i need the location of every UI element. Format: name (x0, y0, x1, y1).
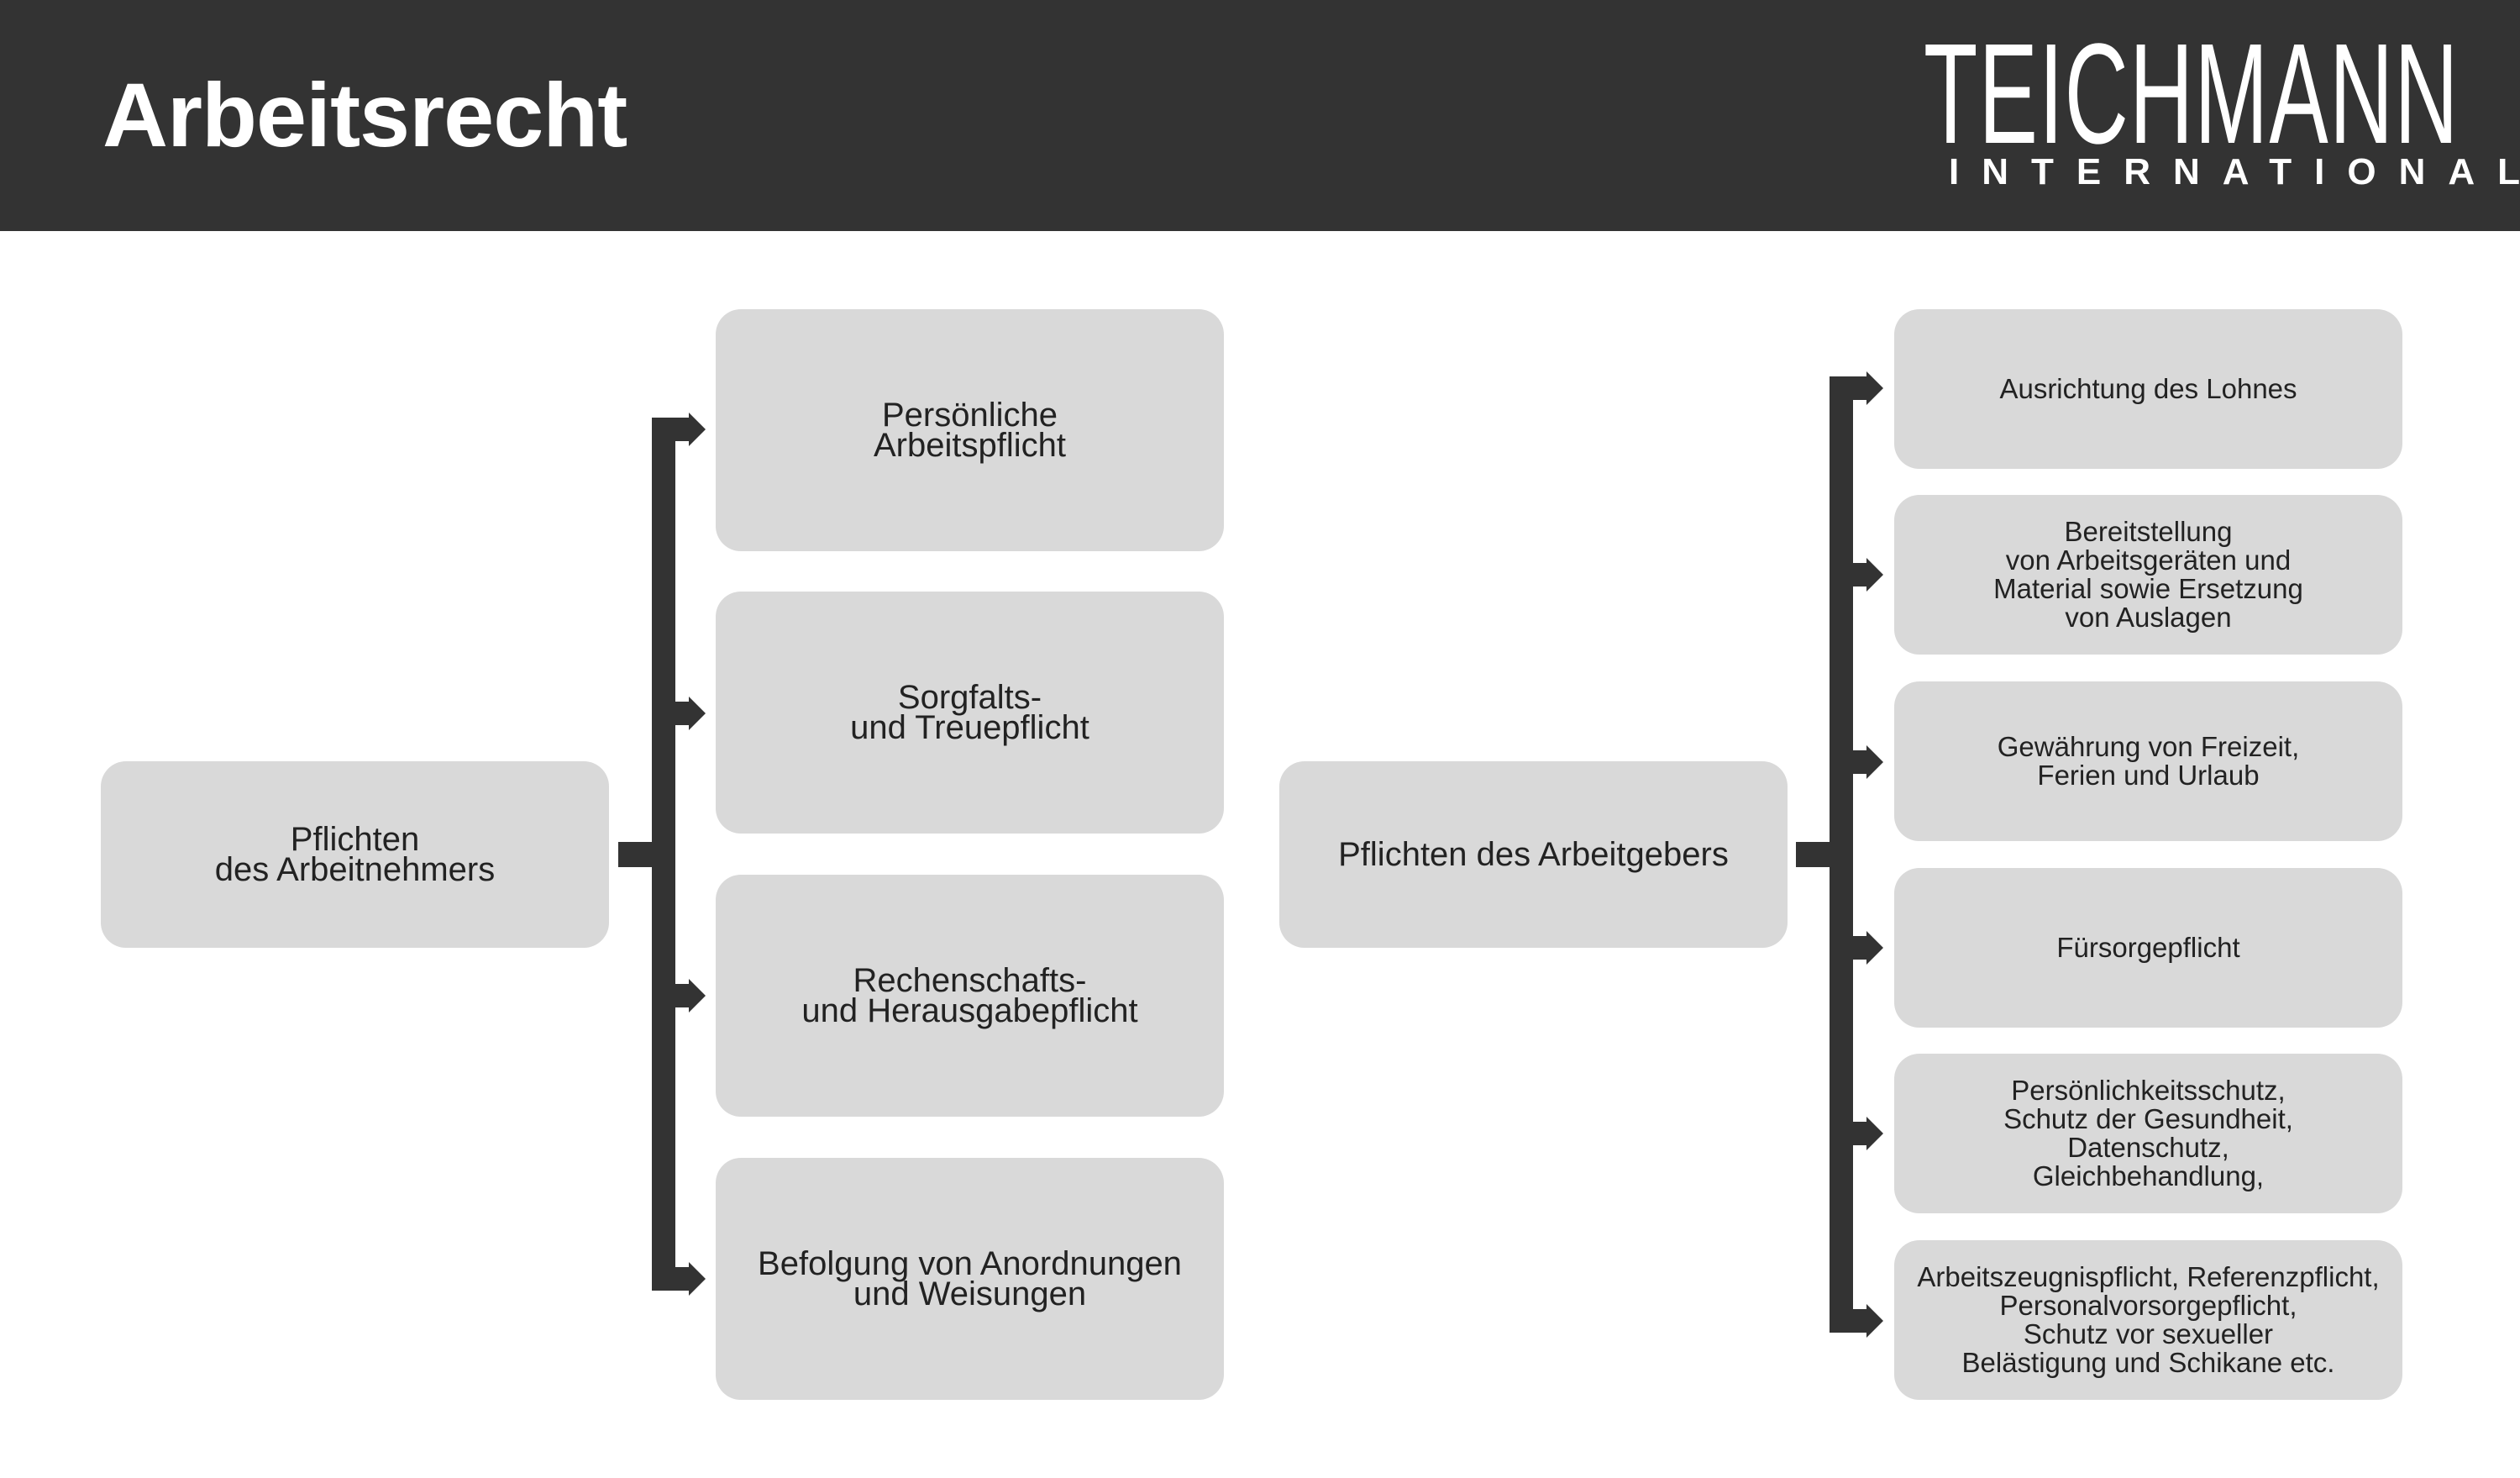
left-branch-3 (664, 984, 690, 1007)
left-arrow-3 (689, 979, 706, 1013)
left-arrow-2 (689, 697, 706, 730)
logo-subtitle: INTERNATIONAL (1949, 151, 2520, 192)
teichmann-logo: TEICHMANN INTERNATIONAL (1924, 14, 2520, 195)
employee-duty-accountability: Rechenschafts- und Herausgabepflicht (716, 875, 1224, 1117)
right-branch-2 (1841, 563, 1867, 586)
employee-duties-root: Pflichten des Arbeitnehmers (101, 761, 609, 948)
employer-duties-root: Pflichten des Arbeitgebers (1279, 761, 1788, 948)
left-root-stub (618, 842, 652, 867)
employer-duty-personality-protection: Persönlichkeitsschutz, Schutz der Gesund… (1894, 1054, 2402, 1213)
left-connector (618, 413, 706, 1296)
right-branch-5 (1841, 1122, 1867, 1145)
right-connector (1796, 371, 1883, 1338)
employee-duty-obey-instructions: Befolgung von Anordnungen und Weisungen (716, 1158, 1224, 1400)
right-branch-4 (1841, 936, 1867, 960)
left-branch-4 (652, 1267, 690, 1291)
header-bar: Arbeitsrecht TEICHMANN INTERNATIONAL (0, 0, 2520, 231)
left-arrow-4 (689, 1262, 706, 1296)
employee-duty-care-loyalty: Sorgfalts- und Treuepflicht (716, 592, 1224, 834)
employer-duty-welfare: Fürsorgepflicht (1894, 868, 2402, 1028)
right-arrow-6 (1866, 1304, 1883, 1338)
employee-duty-personal-work: Persönliche Arbeitspflicht (716, 309, 1224, 551)
right-arrow-2 (1866, 558, 1883, 592)
employer-duty-wage: Ausrichtung des Lohnes (1894, 309, 2402, 469)
right-bracket-vertical (1830, 376, 1853, 1333)
employer-duty-equipment: Bereitstellung von Arbeitsgeräten und Ma… (1894, 495, 2402, 655)
left-arrow-1 (689, 413, 706, 446)
employer-duty-leisure: Gewährung von Freizeit, Ferien und Urlau… (1894, 681, 2402, 841)
right-arrow-4 (1866, 931, 1883, 965)
right-branch-6 (1830, 1309, 1867, 1333)
left-bracket-vertical (652, 418, 675, 1291)
right-root-stub (1796, 842, 1830, 867)
employer-duty-references: Arbeitszeugnispflicht, Referenzpflicht, … (1894, 1240, 2402, 1400)
right-branch-3 (1841, 750, 1867, 774)
page-title: Arbeitsrecht (102, 64, 627, 166)
logo-wordmark: TEICHMANN (1924, 14, 2460, 174)
left-branch-1 (652, 418, 690, 441)
right-arrow-5 (1866, 1117, 1883, 1150)
right-arrow-1 (1866, 371, 1883, 405)
right-branch-1 (1830, 376, 1867, 400)
right-arrow-3 (1866, 745, 1883, 779)
left-branch-2 (664, 702, 690, 725)
